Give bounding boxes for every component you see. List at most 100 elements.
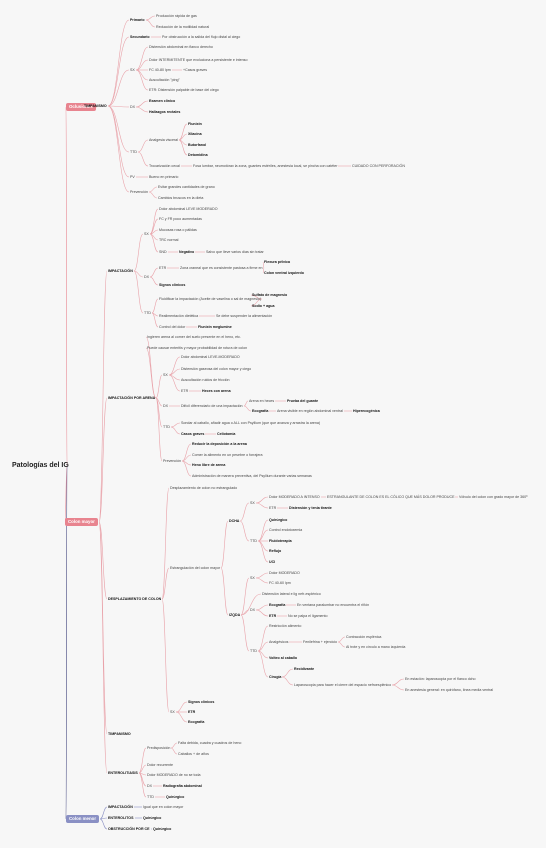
mindmap-node-trc[interactable]: TRC normal xyxy=(159,238,179,242)
mindmap-node-ctrl[interactable]: Control del dolor xyxy=(159,325,186,329)
mindmap-node-etr2[interactable]: ETR xyxy=(159,266,167,270)
mindmap-node-sx1[interactable]: SX xyxy=(130,68,135,72)
mindmap-node-rino[interactable]: En ventana paralumbar no encuentra el ri… xyxy=(297,603,370,607)
mindmap-node-desp[interactable]: DESPLAZAMIENTO DE COLON xyxy=(108,597,162,601)
mindmap-node-alti[interactable]: Al trote y en círculo a mano izquierda xyxy=(346,645,406,649)
mindmap-node-hece[interactable]: Heces con arena xyxy=(202,389,231,393)
mindmap-node-real[interactable]: Realimentación dietética xyxy=(159,314,199,318)
mindmap-node-pv1[interactable]: PV xyxy=(130,175,135,179)
mindmap-node-ttd5[interactable]: TTD xyxy=(250,649,257,653)
mindmap-node-etr6[interactable]: ETR xyxy=(188,710,196,714)
mindmap-node-etr3[interactable]: ETR xyxy=(181,389,189,393)
mindmap-node-dmod2[interactable]: Dolor MODERADO xyxy=(269,571,300,575)
mindmap-node-sond[interactable]: Sondar al caballo, añadir agua o ALL con… xyxy=(181,421,321,425)
mindmap-node-impar[interactable]: IMPACTACIÓN POR ARENA xyxy=(108,396,156,400)
mindmap-node-cdif[interactable]: Difícil diferenciarlo de una impactación xyxy=(181,404,243,408)
mindmap-node-ingi[interactable]: Ingieren arena al comer del suelo presen… xyxy=(147,335,241,339)
mindmap-node-celi[interactable]: Celiotomía xyxy=(217,432,236,436)
mindmap-node-dx5[interactable]: DX xyxy=(250,608,255,612)
mindmap-node-ecog2[interactable]: Ecografía xyxy=(269,603,286,607)
mindmap-node-salv[interactable]: Salvo que lleve varios días sin tratar xyxy=(206,250,264,254)
mindmap-node-impa[interactable]: IMPACTACIÓN xyxy=(108,269,133,273)
mindmap-node-exam[interactable]: Examen clínico xyxy=(149,99,176,103)
mindmap-node-estr[interactable]: Estrangulación del colon mayor xyxy=(170,566,221,570)
mindmap-node-cran[interactable]: Zona craneal que es consistente pastosa … xyxy=(180,266,263,270)
mindmap-node-rodr[interactable]: Volteo al caballo xyxy=(269,656,298,660)
mindmap-node-flex[interactable]: Flexura pélvica xyxy=(264,260,290,264)
mindmap-node-sx3[interactable]: SX xyxy=(163,373,168,377)
mindmap-node-nopa[interactable]: No se palpa el ligamento xyxy=(288,614,328,618)
mindmap-node-casos[interactable]: +Casos graves xyxy=(183,68,208,72)
mindmap-node-anes[interactable]: En anestesia general: en quirófano, líne… xyxy=(405,688,494,692)
mindmap-node-refl[interactable]: Reflujo xyxy=(269,549,282,553)
mindmap-node-dx1[interactable]: DX xyxy=(130,105,135,109)
branch-colon-mayor[interactable]: Colon mayor xyxy=(65,518,98,526)
mindmap-node-ciru[interactable]: Cirugía xyxy=(269,675,282,679)
mindmap-node-secu[interactable]: Secundario xyxy=(130,35,150,39)
mindmap-node-izda[interactable]: IZQDA xyxy=(229,613,241,617)
mindmap-node-ttd1[interactable]: TTD xyxy=(130,150,137,154)
mindmap-node-dol3[interactable]: Dolor abdominal LEVE-MODERADO xyxy=(181,355,240,359)
mindmap-node-ecog[interactable]: Ecografía xyxy=(252,409,269,413)
mindmap-node-prod[interactable]: Producción rápida de gas xyxy=(156,14,197,18)
mindmap-node-cuid[interactable]: CUIDADO CON PERFORACIÓN xyxy=(352,164,405,168)
mindmap-node-ipq[interactable]: Igual que en colon mayor xyxy=(143,805,184,809)
branch-oclusiones[interactable]: Oclusiones xyxy=(66,103,96,111)
mindmap-node-cont2[interactable]: Contracción esplénica xyxy=(346,635,382,639)
mindmap-node-diar[interactable]: Distensión gaseosa del colon mayor y cie… xyxy=(181,367,252,371)
mindmap-node-sulf[interactable]: Sulfato de magnesio xyxy=(252,293,288,297)
mindmap-node-estc[interactable]: ESTRANGULANTE DE COLON ES EL CÓLICO QUE … xyxy=(327,495,455,499)
mindmap-node-dist3[interactable]: Distensión lateral e lig nefr-esplénico xyxy=(262,592,321,596)
mindmap-node-obst[interactable]: OBSTRUCCIÓN POR CE xyxy=(108,827,150,831)
mindmap-node-fluid[interactable]: Fluidificar la impactación (Aceite de va… xyxy=(159,297,262,301)
mindmap-node-ttd2[interactable]: TTD xyxy=(144,311,151,315)
mindmap-node-fact[interactable]: Falta debida, cuadra y cuadros de heno xyxy=(178,741,242,745)
mindmap-node-cdol[interactable]: Dolor recurrente xyxy=(147,763,173,767)
mindmap-node-vol[interactable]: Vólvulo del colon con grado mayor de 360… xyxy=(459,495,528,499)
mindmap-node-buto[interactable]: Butorfanol xyxy=(188,143,207,147)
mindmap-node-quir[interactable]: Quirúrgico xyxy=(269,518,288,522)
mindmap-node-esta[interactable]: En estación: laparoscopia por el flanco … xyxy=(405,677,476,681)
mindmap-node-debe[interactable]: Se debe suspender la alimentación xyxy=(216,314,273,318)
mindmap-node-dolor1[interactable]: Dolor INTERMITENTE que evoluciona a pers… xyxy=(149,58,248,62)
mindmap-node-dmod[interactable]: Dolor MODERADO A INTENSO xyxy=(269,495,320,499)
mindmap-node-camb[interactable]: Cambios bruscos en la dieta xyxy=(158,196,204,200)
mindmap-node-dist2[interactable]: Distensión y tenia tirante xyxy=(289,506,332,510)
mindmap-node-dcha[interactable]: DCHA xyxy=(229,519,240,523)
mindmap-node-quir2[interactable]: Quirúrgico xyxy=(166,795,185,799)
mindmap-node-ausc[interactable]: Auscultación "ping" xyxy=(149,78,180,82)
mindmap-node-ente2[interactable]: ENTEROLITOS xyxy=(108,816,134,820)
mindmap-node-ente[interactable]: ENTEROLITIASIS xyxy=(108,771,138,775)
mindmap-node-sign2[interactable]: Signos clínicos xyxy=(188,700,215,704)
mindmap-node-anas[interactable]: Analgésicos xyxy=(269,640,289,644)
mindmap-node-deto[interactable]: Detomidina xyxy=(188,153,208,157)
mindmap-node-ttd7[interactable]: TTD xyxy=(147,795,154,799)
mindmap-node-sx4[interactable]: SX xyxy=(250,501,255,505)
mindmap-node-sx2[interactable]: SX xyxy=(144,232,149,236)
mindmap-node-pred[interactable]: Predisposición xyxy=(147,746,171,750)
mindmap-node-sx5[interactable]: SX xyxy=(250,576,255,580)
mindmap-node-sx6[interactable]: SX xyxy=(170,710,175,714)
mindmap-node-admi[interactable]: Administración de manera preventiva, del… xyxy=(192,474,312,478)
mindmap-node-lapa[interactable]: Laparoscopia para hacer el cierre del es… xyxy=(294,683,392,687)
mindmap-node-ausc2[interactable]: Auscultación ruidos de fricción xyxy=(181,378,230,382)
mindmap-node-aren[interactable]: Arena en heces xyxy=(249,399,275,403)
mindmap-node-arvi[interactable]: Arena visible en región abdominal ventra… xyxy=(277,409,343,413)
mindmap-node-sodi[interactable]: Sodio + agua xyxy=(252,304,275,308)
mindmap-node-sign1[interactable]: Signos clínicos xyxy=(159,283,186,287)
mindmap-node-dmod3[interactable]: Dolor MODERADO de no se toda xyxy=(147,773,201,777)
mindmap-node-etr5[interactable]: ETR xyxy=(269,614,277,618)
mindmap-node-uci[interactable]: UCI xyxy=(269,560,276,564)
root-node[interactable]: Patologías del IG xyxy=(12,462,69,469)
mindmap-node-radi[interactable]: Radiografía abdominal xyxy=(163,784,202,788)
mindmap-node-ecog3[interactable]: Ecografía xyxy=(188,720,205,724)
mindmap-node-hipe[interactable]: Hiperecogénica xyxy=(353,409,380,413)
mindmap-node-prev1[interactable]: Prevención xyxy=(130,190,148,194)
mindmap-node-fc1[interactable]: FC 40-80 lpm xyxy=(149,68,171,72)
mindmap-node-dx3[interactable]: DX xyxy=(163,404,168,408)
mindmap-node-quir4[interactable]: Quirúrgico xyxy=(153,827,172,831)
mindmap-node-redu2[interactable]: Reducir la deposición a la arena xyxy=(192,442,247,446)
mindmap-node-redu[interactable]: Reducción de la motilidad natural xyxy=(156,25,210,29)
mindmap-node-troc[interactable]: Trocarización cecal xyxy=(149,164,180,168)
mindmap-node-xila[interactable]: Xilacina xyxy=(188,132,202,136)
